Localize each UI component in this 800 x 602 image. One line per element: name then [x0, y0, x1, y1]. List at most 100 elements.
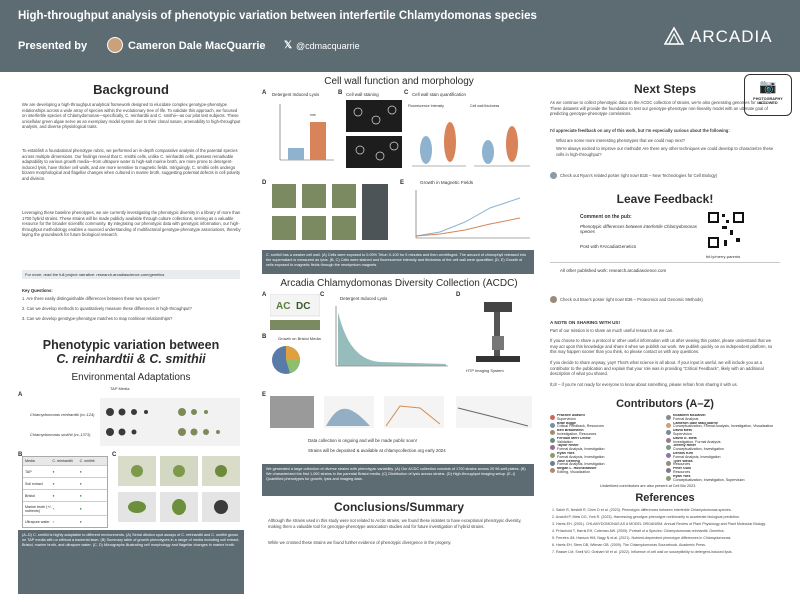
contributor-role: Formal Analysis, Investigation: [557, 447, 605, 452]
author-avatar: [107, 37, 123, 53]
panel-c-sub-2: Cell wall thickness: [470, 104, 500, 108]
contributor-name: Tyler Weiss: [673, 459, 693, 463]
contributor-role: Conceptualization, Formal Analysis, Inve…: [673, 424, 774, 429]
contributor-name: Cameron Dale MacQuarrie: [673, 421, 718, 425]
contributor-role: Formal Analysis: [673, 416, 699, 421]
sharing-paragraph-1: Part of our mission is to share as much …: [550, 328, 674, 333]
panel-c-title: Cell wall stain quantification: [412, 92, 466, 97]
acdc-quantified-panels: [270, 396, 532, 428]
svg-text:***: ***: [310, 114, 316, 120]
contributor-item: Jeremy Ritter Conceptualization, Investi…: [666, 444, 786, 452]
comment-pub-link[interactable]: Phenotypic differences between interfert…: [580, 224, 697, 234]
camera-icon: 📷: [759, 78, 777, 94]
contributor-role: Supervision: [673, 431, 692, 436]
phenotypic-variation-title: Phenotypic variation between C. reinhard…: [42, 338, 220, 366]
contributor-avatar: [666, 460, 671, 466]
contributors-note: Underlined contributors are also present…: [600, 484, 696, 488]
next-paragraph-2: I'd appreciate feedback on any of this w…: [550, 128, 730, 133]
acdc-sub-1: Growth on Bristol Media: [278, 336, 321, 341]
reference-item: 3. Harris EH. (2001). CHLAMYDOMONAS AS A…: [552, 521, 766, 526]
acdc-title: Arcadia Chlamydomonas Diversity Collecti…: [280, 278, 518, 289]
author-handle[interactable]: @cdmacquarrie: [296, 41, 360, 51]
contributor-name: Ryan York: [557, 451, 575, 455]
acdc-sub-3: HTP Imaging System: [466, 368, 504, 373]
contributor-item: Tyler Weiss Resources: [666, 460, 786, 468]
contributor-item: Ryan York Conceptualization, Investigati…: [666, 475, 786, 483]
conclusions-paragraph-1: Although the strains used in this study …: [268, 518, 522, 529]
contributor-role: Editing, Visualization: [557, 469, 591, 474]
contributor-avatar: [666, 452, 671, 458]
contributor-name: David Mets: [673, 429, 692, 433]
leave-feedback-title: Leave Feedback!: [616, 192, 714, 206]
reference-item: 2. Avasthi P, Mets DG, York R. (2023). H…: [552, 514, 741, 519]
contributor-name: Jase Gehring: [557, 459, 580, 463]
svg-text:AC: AC: [276, 301, 290, 312]
next-related-poster-link[interactable]: Check out Ryan's related poster right no…: [560, 173, 718, 178]
next-bullet-2: We're always excited to improve our meth…: [556, 146, 774, 157]
contributor-role: Resources: [673, 462, 691, 467]
contributor-item: Ryan York Formal Analysis, Investigation: [550, 452, 662, 460]
media-growth-table: Media C. reinhardtii C. smithii TAP●● So…: [22, 456, 108, 528]
post-hashtag[interactable]: Post with #ArcadiaGenetics: [580, 244, 637, 249]
project-narrative-link[interactable]: For more, read the full project narrativ…: [22, 270, 240, 279]
panel-e-title: Growth in Magnetic Fields: [420, 180, 474, 185]
sharing-paragraph-3: If you decide to share anyway, yay!! Tha…: [550, 360, 764, 377]
reference-item: 5. Ferreira JM, Hanson HM, Nagy N et al.…: [552, 535, 732, 540]
references-list: 1. Saleh R, Nesbitt R, Chen D et al. (20…: [552, 508, 780, 557]
contributor-avatar: [550, 422, 555, 428]
environmental-adaptations-title: Environmental Adaptations: [71, 372, 191, 383]
question-1: 1. Are there easily distinguishable diff…: [22, 296, 160, 301]
next-steps-title: Next Steps: [633, 82, 697, 96]
ryan-avatar: [550, 172, 557, 179]
contributor-role: Formal Analysis, Investigation: [673, 454, 721, 459]
contributor-role: Investigation, Formal Analysis: [673, 439, 721, 444]
reference-item: 4. Pröschold T, Harris EH, Coleman AW. (…: [552, 528, 725, 533]
contributor-avatar: [666, 430, 671, 436]
contributor-avatar: [666, 415, 671, 420]
qr-code-icon[interactable]: [706, 210, 746, 250]
contributor-name: Feridun Mert Celebi: [557, 436, 591, 440]
contributor-item: Cameron Dale MacQuarrie Conceptualizatio…: [666, 422, 786, 430]
contributor-avatar: [550, 415, 555, 420]
cell-wall-micrographs: [346, 100, 402, 168]
contributor-item: David G. Mets Investigation, Formal Anal…: [666, 437, 786, 445]
contributor-role: Formal Analysis, Investigation: [557, 454, 605, 459]
x-social-icon: 𝕏: [284, 40, 293, 51]
contributor-role: Conceptualization, Investigation: [673, 447, 724, 452]
contributor-role: Validation: [557, 439, 573, 444]
contributor-avatar: [550, 445, 555, 451]
contributor-item: Elizabeth McDaniel Formal Analysis: [666, 414, 786, 422]
key-questions-title: Key Questions:: [22, 288, 53, 293]
acdc-note-1: Data collection is ongoing and will be m…: [308, 438, 417, 443]
contributor-avatar: [550, 452, 555, 458]
strain-smithii-label: Chlamydomonas smithii (cc-1373): [30, 432, 91, 437]
contributor-name: Jeremy Ritter: [673, 444, 696, 448]
next-bullet-1: What are some more interesting phenotype…: [556, 138, 685, 143]
other-related-poster-link[interactable]: Check out Brae's poster right now! B36 –…: [560, 297, 703, 302]
contributor-name: David G. Mets: [673, 436, 697, 440]
contributor-role: Formal Analysis, Investigation: [557, 462, 605, 467]
background-title: Background: [93, 82, 169, 97]
contributor-role: Investigation, Resources: [557, 431, 597, 436]
acdc-logo-plate: AC DC: [270, 294, 320, 330]
contributor-name: Dennis Kim: [673, 451, 693, 455]
contributor-avatar: [666, 468, 671, 474]
cell-wall-title: Cell wall function and morphology: [324, 76, 474, 87]
author-name: Cameron Dale MacQuarrie: [128, 40, 266, 52]
htp-imaging-system-icon: [476, 302, 520, 362]
panel-c-sub-1: Fluorescence Intensity: [408, 104, 444, 108]
cell-wall-caption: C. smithii has a weaker cell wall. (A) C…: [262, 250, 534, 274]
other-work-link[interactable]: All other published work: research.arcad…: [560, 268, 667, 273]
acdc-pie-chart: [272, 346, 300, 374]
conclusions-paragraph-2: While we crossed these strains we found …: [268, 540, 452, 545]
contributor-item: Jase Gehring Formal Analysis, Investigat…: [550, 460, 662, 468]
presented-by-label: Presented by: [18, 40, 88, 52]
lysis-bar-chart: ***: [279, 104, 334, 161]
qr-caption: bit.ly/merry-parents: [706, 254, 741, 259]
acdc-lysis-distribution: [335, 306, 448, 367]
question-2: 2. Can we develop methods to quantitativ…: [22, 306, 192, 311]
brand-name: ARCADIA: [690, 27, 773, 46]
contributor-item: Prachee Avasthi Supervision: [550, 414, 662, 422]
